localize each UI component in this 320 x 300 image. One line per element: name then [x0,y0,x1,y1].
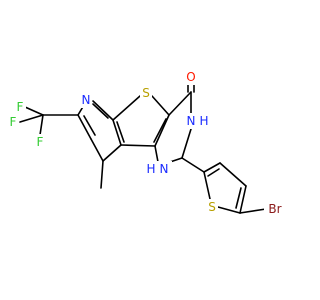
bond-thio-s-c7a [151,95,170,116]
bond-pyr-dbl-1 [83,115,96,136]
fluorine-2-label: F [10,115,17,129]
fluorine-1-label: F [17,100,24,114]
bond-cf3-c-f3 [39,114,44,136]
bond-pym-n1-c3a [154,145,159,163]
oxygen-label: O [186,70,195,84]
canvas-background [0,0,300,300]
bond-pyr-c4-c4a [102,144,122,162]
bond-methyl [100,160,104,189]
bond-pyr-c4a-c8a [112,119,122,146]
bond-bt-dbl-2 [207,168,220,177]
nh-upper-n-label: N [187,114,196,128]
bond-bt-br [239,208,267,214]
fluorine-3-label: F [37,135,44,149]
bond-bt-c4-c3 [219,162,247,187]
bond-thio-c8a-s [112,95,141,121]
bond-pym-c7a-c4 [168,91,192,116]
bond-pyr-dbl-3 [92,103,109,119]
nh-lower-h-label: H [146,162,155,176]
bromine-label: Br [268,202,281,216]
nh-upper-h-label: H [199,114,208,128]
bond-cf3-c-f2 [19,114,44,123]
bond-pyr-c8a-n [92,100,114,121]
bond-bt-c5-c4 [239,185,247,214]
bond-pyr-c2-c3 [77,114,92,140]
bond-pyr-dbl-2 [116,121,125,143]
bond-link [181,157,205,173]
ring-sulfur-label: S [142,86,150,100]
bond-thio-c7a-c3a [154,114,170,147]
bond-cf3-c-f1 [24,106,44,116]
atom-labels: O S N N H H N S Br F F F [7,69,286,217]
bond-bt-c2-s [203,171,211,200]
bond-thio-c3a-c4a [120,144,156,147]
bond-pym-n3-c2 [181,128,192,159]
pyridine-nitrogen-label: N [82,93,91,107]
nh-lower-n-label: N [160,162,169,176]
molecule-structure: O S N N H H N S Br F F F [0,0,300,300]
bond-bt-c3-c2 [203,162,221,173]
bond-thio-dbl [153,118,167,143]
bond-layer [19,83,267,214]
bond-bt-s-c5 [217,206,241,214]
bond-bt-dbl-1 [235,187,242,209]
bond-pyr-c3-c4 [90,138,104,162]
thiophene-sulfur-label: S [208,200,216,214]
